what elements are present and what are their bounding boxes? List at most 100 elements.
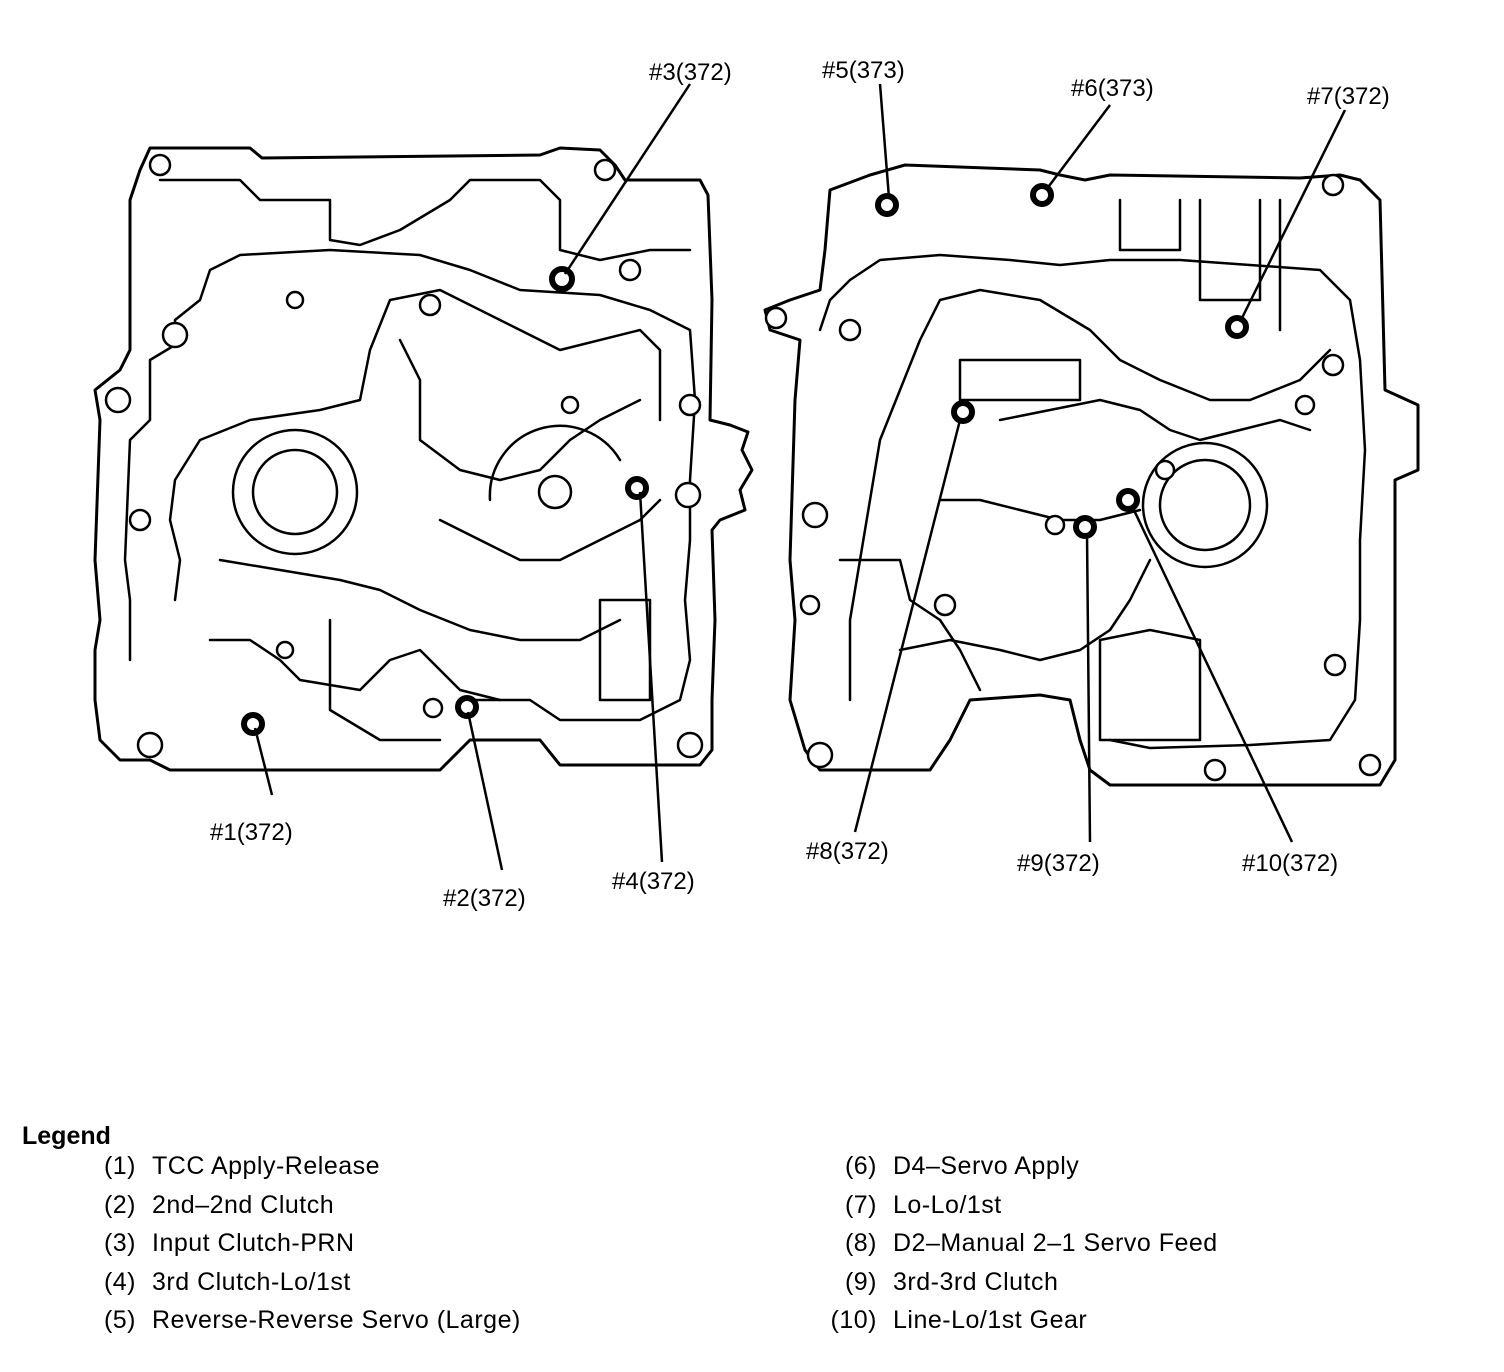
right-hole-g [1358,753,1382,777]
leader-9 [1085,532,1092,843]
leader-6 [1045,104,1111,191]
leader-10 [1130,505,1294,843]
left-channel-4 [158,178,692,262]
legend-item-label: 3rd Clutch-Lo/1st [152,1267,351,1296]
legend-item-label: 2nd–2nd Clutch [152,1190,335,1219]
leader-7 [1238,109,1347,323]
legend-item-label: Input Clutch-PRN [152,1229,355,1257]
callout-7: #7(372) [1307,83,1390,110]
legend-item: (1) TCC Apply-Release [84,1152,521,1191]
right-channel-7 [1098,628,1202,742]
check-ball-10 [1116,488,1140,512]
left-hole-m [285,290,305,310]
check-ball-5 [875,193,899,217]
legend-item-number: (2) [103,1190,136,1219]
right-channel-3 [898,558,1152,662]
leader-8 [853,419,962,833]
legend-item: (3)Input Clutch-PRN [84,1229,521,1268]
left-channel-6 [218,558,622,642]
legend-item-label: D2–Manual 2–1 Servo Feed [893,1229,1218,1257]
check-ball-6 [1030,183,1054,207]
legend-item-number: (10) [830,1306,877,1334]
left-arc [488,424,622,502]
right-channel-4 [998,398,1312,442]
legend-item-label: Reverse-Reverse Servo (Large) [152,1306,521,1334]
legend-item-label: TCC Apply-Release [152,1152,381,1180]
left-hole-o [422,697,444,719]
check-ball-4 [625,476,649,500]
check-ball-9 [1073,515,1097,539]
left-plate-outline [93,146,754,772]
left-hole-f [593,158,617,182]
left-hole-b [104,386,132,414]
right-channel-2 [848,288,1332,702]
right-channel-8 [958,358,1082,402]
right-hole-e [801,501,829,529]
right-hole-i [1203,758,1227,782]
right-hole-f [806,741,834,769]
left-large-bore [251,448,339,536]
legend-item: (2) 2nd–2nd Clutch [84,1191,521,1230]
legend-title: Legend [22,1122,111,1150]
callout-9: #9(372) [1017,850,1100,877]
right-hole-m [1323,653,1347,677]
right-hole-j [838,318,862,342]
right-channel-9 [838,558,982,692]
leader-5 [878,83,891,199]
legend-item-label: D4–Servo Apply [893,1152,1080,1180]
callout-10: #10(372) [1242,850,1338,877]
legend-item: (4) 3rd Clutch-Lo/1st [84,1268,521,1307]
check-ball-1 [241,712,265,736]
check-ball-8 [951,400,975,424]
left-valve-body [93,146,754,772]
leader-3 [563,83,692,275]
callout-1: #1(372) [210,819,293,846]
right-hole-d [1294,394,1316,416]
right-hole-b [1321,173,1345,197]
callout-labels: #1(372) #2(372) #3(372) #4(372) #5(373) … [210,57,1390,912]
right-hole-n [799,594,821,616]
left-hole-k [560,395,580,415]
legend-item: (9)3rd-3rd Clutch [825,1268,1218,1307]
left-channel-3 [208,638,502,702]
left-outer-channel [123,248,697,722]
right-bore-ring [1141,441,1269,569]
left-channel-2 [168,288,662,602]
legend-item: (6) D4–Servo Apply [825,1152,1218,1191]
legend-item-label: Line-Lo/1st Gear [893,1306,1088,1334]
legend-item-number: (7) [844,1190,877,1219]
left-bore-ring [231,428,359,556]
left-channel-9 [598,598,652,702]
callout-3: #3(372) [649,59,732,86]
legend-item-number: (8) [844,1229,877,1257]
left-hole-l [618,258,642,282]
left-channel-5 [438,498,662,562]
left-channel-7 [398,338,642,482]
left-hole-c [128,508,152,532]
right-hole-h [933,593,957,617]
legend: Legend (1) TCC Apply-Release (2) 2nd–2nd C… [22,1122,1492,1334]
callout-6: #6(373) [1071,75,1154,102]
right-valve-body [763,163,1420,787]
legend-item-number: (1) [103,1152,136,1180]
legend-item-number: (6) [844,1152,877,1180]
right-hole-k [1044,514,1066,536]
legend-item-label: Lo-Lo/1st [893,1190,1002,1219]
legend-item-number: (5) [103,1306,136,1334]
callout-5: #5(373) [822,57,905,84]
left-hole-a [161,321,189,349]
leader-2 [466,711,504,871]
left-center-hole [537,474,573,510]
legend-item-number: (4) [103,1267,136,1296]
check-ball-7 [1225,315,1249,339]
callout-8: #8(372) [806,838,889,865]
legend-item: (5) Reverse-Reverse Servo (Large) [84,1306,521,1345]
leader-lines [253,83,1347,871]
right-plate-outline [763,163,1420,787]
left-channel-8 [328,618,442,742]
legend-item: (7) Lo-Lo/1st [825,1191,1218,1230]
right-hole-c [1321,353,1345,377]
right-hole-a [764,306,788,330]
right-channel-6 [1118,198,1282,332]
right-channel-5 [938,498,1142,522]
